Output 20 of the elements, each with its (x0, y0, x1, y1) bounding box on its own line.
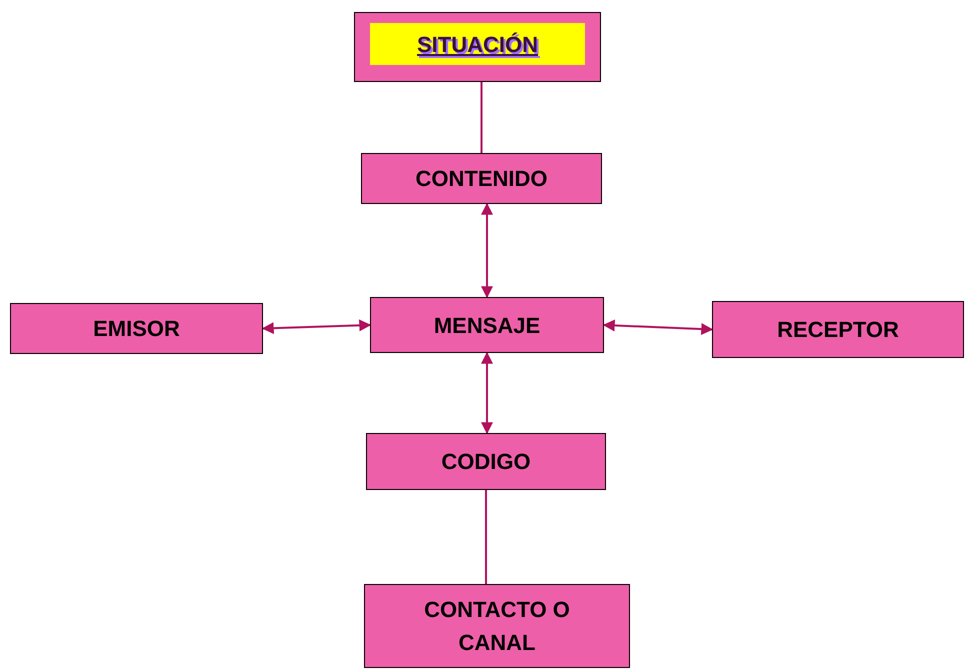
box-label: MENSAJE (432, 312, 542, 340)
double-arrow (481, 202, 493, 298)
process-box (370, 297, 604, 353)
double-arrow (481, 352, 493, 434)
title-text: SITUACIÓN (417, 30, 538, 58)
double-arrow (602, 319, 714, 336)
process-box (366, 433, 606, 490)
box-label: CODIGO (440, 448, 532, 476)
process-box (354, 12, 601, 82)
process-box (364, 584, 630, 668)
box-label: RECEPTOR (776, 316, 900, 344)
box-label: EMISOR (92, 315, 181, 343)
box-label: CONTACTO O CANAL (423, 596, 571, 657)
connector-line (485, 490, 487, 584)
process-box (361, 153, 602, 204)
process-box (10, 303, 263, 354)
box-label: CONTENIDO (414, 165, 548, 193)
connector-line (480, 82, 482, 153)
process-box (712, 301, 964, 358)
double-arrow (262, 319, 372, 334)
